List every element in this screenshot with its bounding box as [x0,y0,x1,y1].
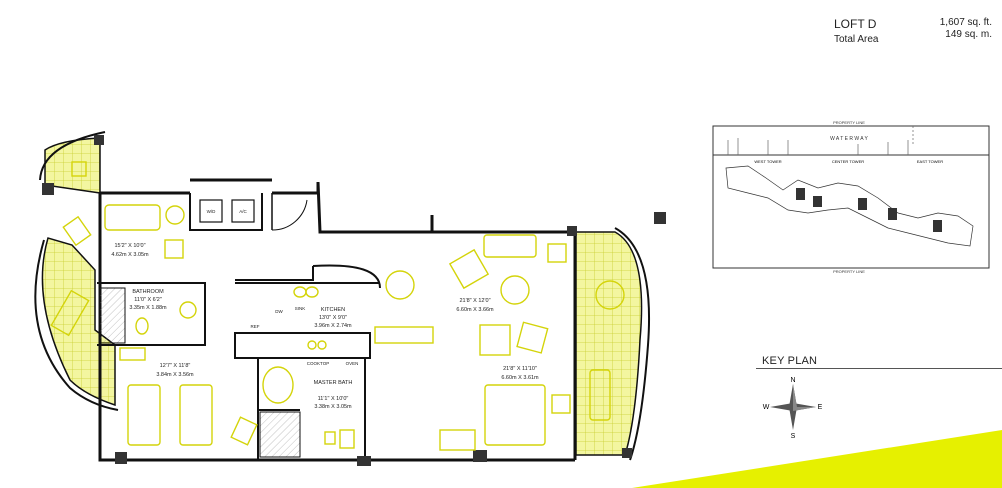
area-sqft: 1,607 sq. ft. [939,17,992,28]
room-name-1: BATHROOM [132,289,164,295]
compass-e: E [818,404,823,411]
key-plan-title: KEY PLAN [762,355,818,367]
fixture-oven: OVEN [346,361,359,366]
key-plan-map: PROPERTY LINE PROPERTY LINE W A T E R W … [712,120,990,274]
room-dim-ft-2: 12'7" X 11'8" [160,363,191,369]
tower-west: WEST TOWER [754,159,781,164]
key-plan-property-line-top: PROPERTY LINE [833,120,865,125]
terrace-east [575,231,643,456]
fixture-ac: A/C [239,209,247,214]
tower-east: EAST TOWER [917,159,943,164]
room-dim-ft-4: 21'8" X 12'0" [459,298,490,304]
room-dim-ft-1: 11'0" X 6'2" [134,297,162,303]
area-sqm: 149 sq. m. [945,29,992,40]
key-plan-waterway: W A T E R W A Y [830,136,868,142]
fixture-cooktop: COOKTOP [307,361,329,366]
room-dim-m-1: 3.35m X 1.88m [129,305,167,311]
fixture-dw: DW [275,309,283,314]
fixture-sink: SINK [295,306,306,311]
room-dim-ft-3: 13'0" X 9'0" [319,315,347,321]
room-dim-m-2: 3.84m X 3.56m [156,372,194,378]
unit-name: LOFT D [834,17,877,31]
room-dim-m-0: 4.62m X 3.05m [111,252,149,258]
room-name-6: MASTER BATH [314,380,353,386]
compass-w: W [763,404,770,411]
room-dim-m-5: 6.60m X 3.61m [501,375,539,381]
compass-n: N [790,377,795,384]
room-dim-m-4: 6.60m X 3.66m [456,307,494,313]
compass-icon: N S E W [763,377,823,440]
compass-s: S [791,433,796,440]
key-plan-divider [756,368,1002,369]
tower-center: CENTER TOWER [832,159,864,164]
accent-band [632,430,1002,488]
room-dim-m-6: 3.38m X 3.05m [314,404,352,410]
fixture-wd: W/D [207,209,216,214]
balcony-west [41,237,116,407]
room-dim-ft-0: 15'2" X 10'0" [114,243,145,249]
key-plan-property-line-bottom: PROPERTY LINE [833,269,865,274]
room-dim-m-3: 3.96m X 2.74m [314,323,352,329]
room-name-3: KITCHEN [321,307,345,313]
room-dim-ft-5: 21'8" X 11'10" [503,366,537,372]
room-dim-ft-6: 11'1" X 10'0" [318,396,349,402]
fixture-ref: REF [251,324,260,329]
area-label: Total Area [834,34,879,45]
